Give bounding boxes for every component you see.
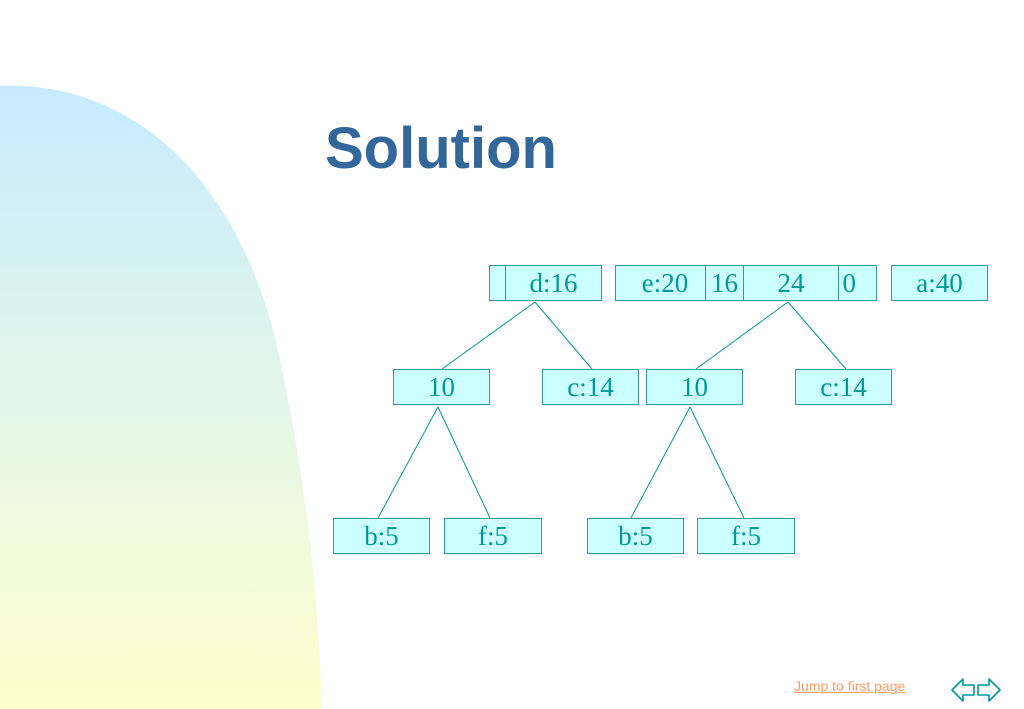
slide-navigation xyxy=(950,676,1002,704)
arrow-right-icon[interactable] xyxy=(976,676,1002,704)
node-f5-left: f:5 xyxy=(444,518,542,554)
edge-d16-to-10 xyxy=(441,301,536,370)
edge-10-to-f5-left xyxy=(437,406,491,519)
edge-24-to-10 xyxy=(695,301,789,370)
node-c14-left: c:14 xyxy=(542,369,639,405)
node-covered-right-text: 0 xyxy=(842,267,857,298)
node-10-left: 10 xyxy=(393,369,490,405)
edge-10-to-b5-right xyxy=(630,406,691,519)
node-a40: a:40 xyxy=(891,265,988,301)
node-b5-left: b:5 xyxy=(333,518,430,554)
node-covered-left-text: 16 xyxy=(711,267,738,298)
node-e20: e:20 xyxy=(615,265,715,301)
node-b5-right: b:5 xyxy=(587,518,684,554)
node-d16: d:16 xyxy=(505,265,602,301)
node-c14-right: c:14 xyxy=(795,369,892,405)
arrow-left-icon[interactable] xyxy=(950,676,976,704)
slide-title: Solution xyxy=(325,116,557,181)
node-f5-right: f:5 xyxy=(697,518,795,554)
edge-10-to-b5-left xyxy=(377,406,439,519)
edge-d16-to-c14 xyxy=(534,301,593,370)
edge-10-to-f5-right xyxy=(689,406,745,519)
node-10-right: 10 xyxy=(646,369,743,405)
jump-to-first-page-link[interactable]: Jump to first page xyxy=(794,678,906,694)
edge-24-to-c14 xyxy=(787,301,847,370)
node-24: 24 xyxy=(743,265,839,301)
